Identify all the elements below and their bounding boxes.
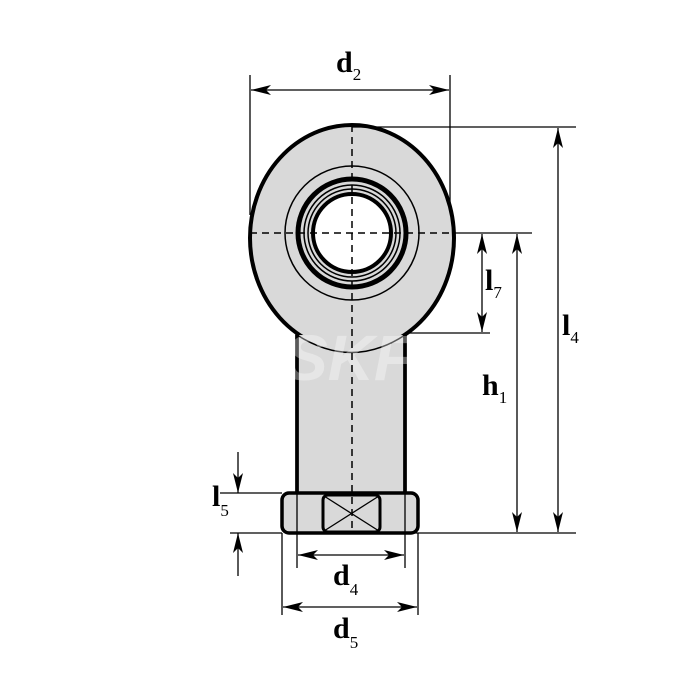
d5-label: d [333,612,350,645]
dimension-l4: l4 [352,126,579,534]
dimension-d5: d5 [281,533,419,652]
svg-text:h1: h1 [482,369,507,407]
l5-subscript: 5 [220,501,229,520]
dimension-h1: h1 [455,232,532,532]
l4-subscript: 4 [570,328,579,347]
dimension-d2: d2 [249,46,451,215]
svg-text:d4: d4 [333,559,359,599]
d5-subscript: 5 [350,633,359,652]
l7-label: l [485,264,493,297]
l7-subscript: 7 [493,283,502,302]
h1-subscript: 1 [499,388,508,407]
svg-text:l5: l5 [212,480,229,520]
l5-label: l [212,480,220,513]
d4-subscript: 4 [350,580,359,599]
svg-text:d2: d2 [336,46,361,84]
dimension-l5: l5 [212,452,282,576]
watermark-logo: SKF [285,322,415,394]
d2-subscript: 2 [353,65,362,84]
h1-label: h [482,369,499,402]
svg-text:l4: l4 [562,309,579,347]
svg-text:d5: d5 [333,612,358,652]
d2-label: d [336,46,353,79]
dimension-d4: d4 [296,533,406,599]
l4-label: l [562,309,570,342]
shank-overlay [299,335,403,493]
svg-text:l7: l7 [485,264,502,302]
wrench-flat [321,493,382,534]
d4-label: d [333,559,350,592]
dimension-l7: l7 [405,234,502,334]
